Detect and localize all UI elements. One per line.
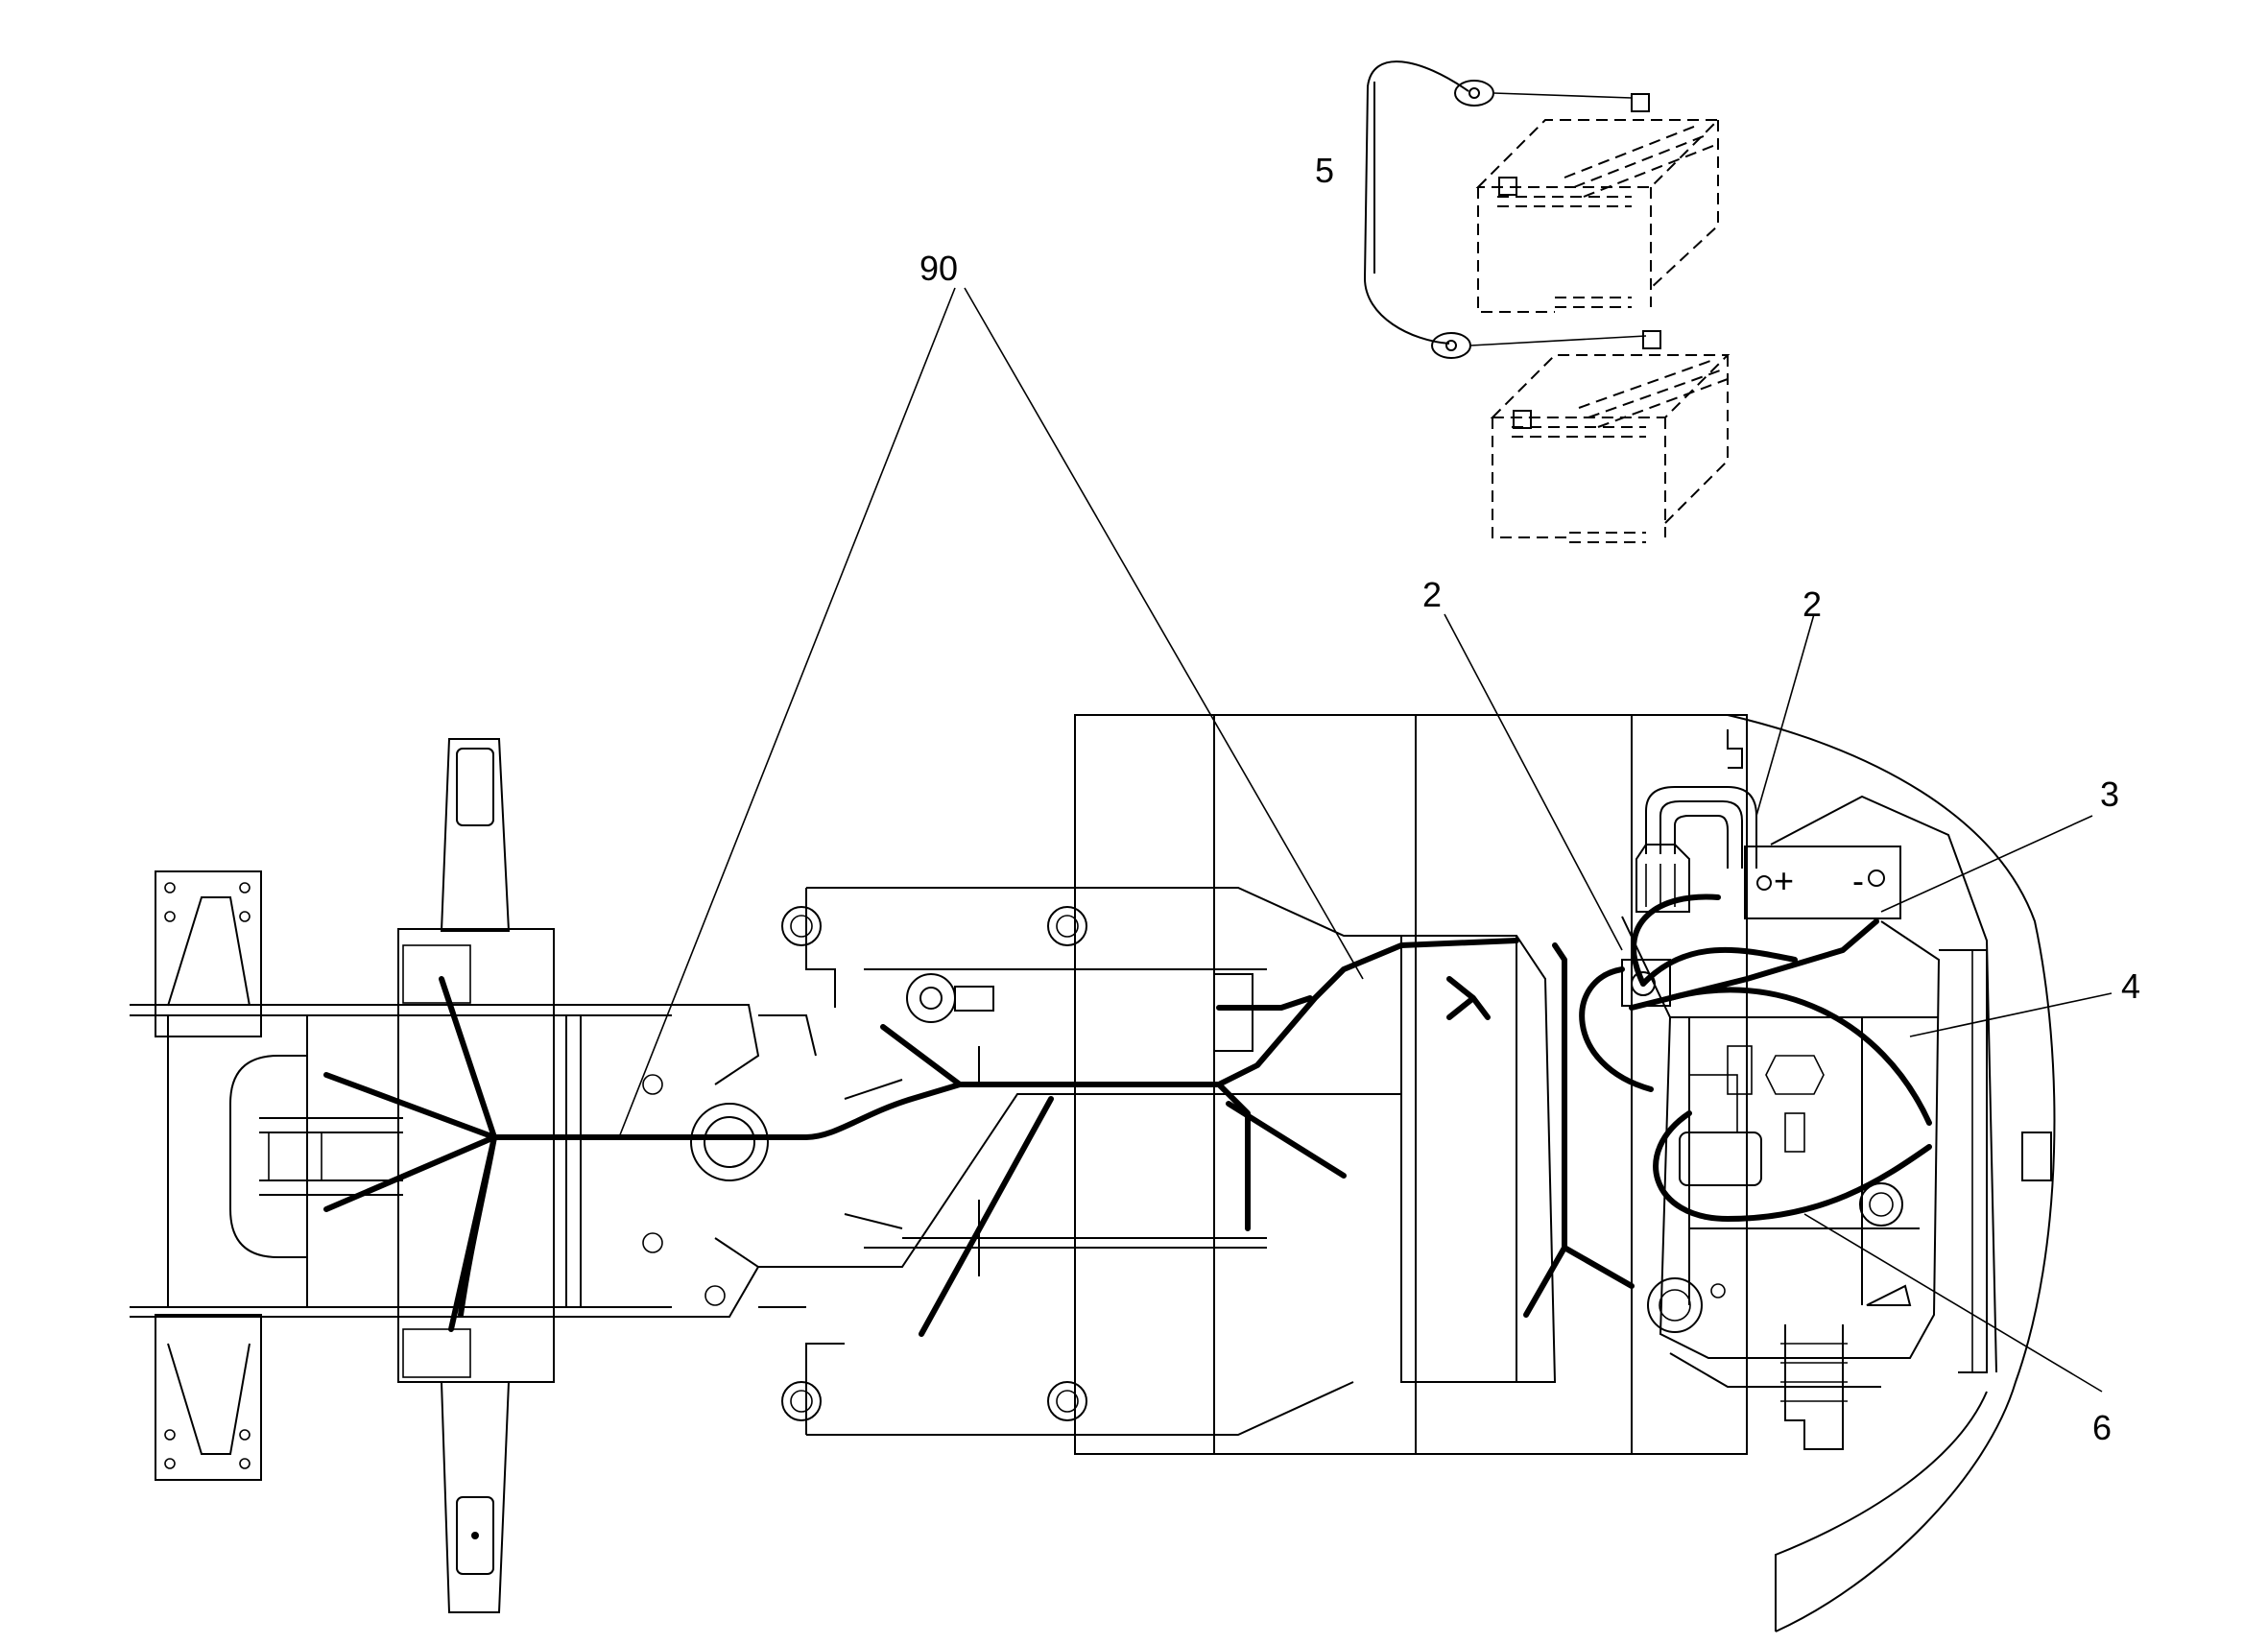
callout-4: 4 xyxy=(2121,966,2140,1006)
wheel-upper xyxy=(440,738,511,932)
callout-labels: 5 90 2 2 3 4 6 xyxy=(919,151,2140,1447)
battery-cable-assembly xyxy=(1363,60,1731,543)
callout-6: 6 xyxy=(2092,1408,2112,1447)
battery-terminal-block xyxy=(1744,846,1901,919)
engine-bay: + - xyxy=(1621,714,2056,1632)
callout-90: 90 xyxy=(919,249,958,288)
callout-leaders xyxy=(618,287,2113,1393)
battery-upper xyxy=(1475,93,1721,313)
wiring-harness xyxy=(323,893,1932,1337)
callout-3: 3 xyxy=(2100,774,2119,814)
battery-jumper-cable xyxy=(1363,60,1469,345)
callout-2-left: 2 xyxy=(1422,575,1442,614)
cable-lug-top xyxy=(1454,80,1494,107)
minus-terminal-label: - xyxy=(1852,861,1864,900)
rear-axle-frame xyxy=(130,738,672,1613)
battery-lower xyxy=(1490,330,1731,543)
cable-lug-bottom xyxy=(1431,332,1471,359)
plus-terminal-label: + xyxy=(1774,861,1794,900)
callout-5: 5 xyxy=(1315,151,1334,190)
callout-2-right: 2 xyxy=(1802,584,1822,624)
